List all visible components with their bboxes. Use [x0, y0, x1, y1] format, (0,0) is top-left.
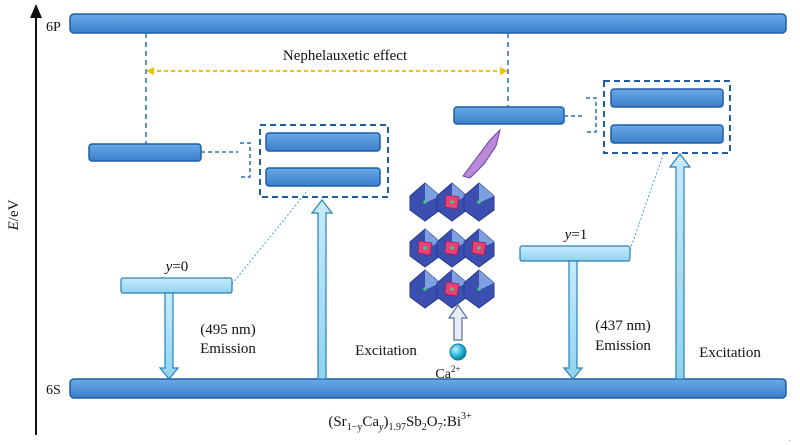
y1-label: y=1 [563, 227, 588, 243]
crystal-atom [423, 287, 427, 291]
crystal-atom [477, 287, 481, 291]
formula-caption: (Sr1−yCay)1.97Sb2O7:Bi3+ [328, 411, 472, 433]
crystal-atom [423, 200, 427, 204]
y1-level-bar [519, 245, 631, 262]
right-excitation-arrow [668, 153, 692, 380]
ca-doping-arrow [447, 303, 469, 341]
right-emission-label: Emission [595, 338, 651, 354]
crystal-face [479, 270, 494, 290]
level-6s-label: 6S [46, 383, 61, 398]
left-emission-wavelength: (495 nm) [200, 322, 255, 338]
corner-mark: . [789, 437, 791, 443]
axis-label: E/eV [6, 199, 22, 231]
left-excited-level [88, 143, 202, 162]
right-excited-level [453, 106, 565, 125]
right-emission-arrow [562, 260, 584, 380]
crystal-atom [450, 246, 454, 250]
y1-link-line [629, 151, 665, 251]
ca-ion-icon [449, 343, 467, 361]
level-6p-label: 6P [46, 20, 61, 35]
right-emission-wavelength: (437 nm) [595, 318, 650, 334]
right-excitation-label: Excitation [699, 345, 761, 361]
y0-link-line [231, 189, 309, 285]
crystal-face [479, 183, 494, 203]
right-split-levels [564, 80, 731, 154]
left-emission-label: Emission [200, 341, 256, 357]
left-emission-arrow [158, 292, 180, 380]
y0-level-bar [120, 277, 233, 294]
ca-ion-label: Ca2+ [435, 364, 460, 382]
crystal-structure-icon [409, 128, 501, 309]
band-6p [69, 13, 787, 34]
crystal-atom [450, 200, 454, 204]
crystal-face [425, 183, 440, 203]
band-6s [69, 378, 787, 399]
crystal-atom [477, 246, 481, 250]
axis-arrow-icon [30, 4, 42, 18]
nephelauxetic-label: Nephelauxetic effect [283, 48, 408, 64]
crystal-atom [477, 200, 481, 204]
crystal-face [425, 270, 440, 290]
crystal-atom [423, 246, 427, 250]
energy-axis: E/eV [6, 4, 42, 435]
left-split-levels [201, 124, 389, 198]
crystal-atom [450, 287, 454, 291]
left-excitation-arrow [310, 199, 334, 380]
y0-label: y=0 [164, 259, 189, 275]
left-excitation-label: Excitation [355, 343, 417, 359]
